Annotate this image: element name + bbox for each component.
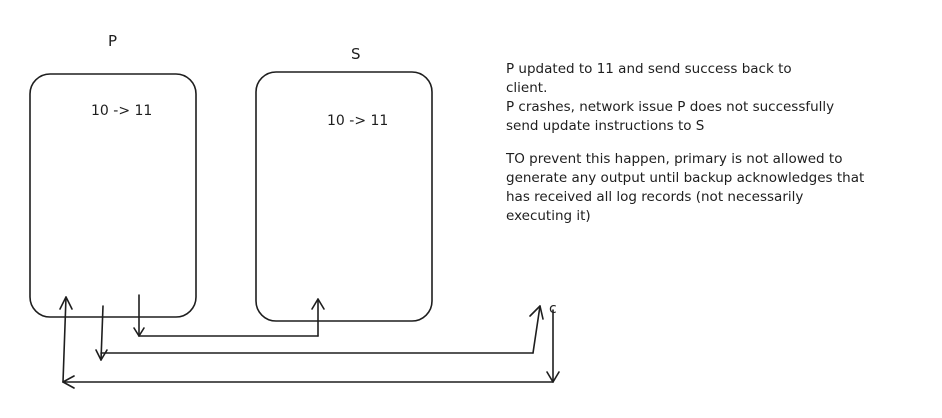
note-line: has received all log records (not necess… [506, 189, 804, 205]
note-line: client. [506, 80, 548, 96]
secondary-node: S 10 -> 11 [255, 45, 433, 322]
paragraph-gap [506, 136, 931, 150]
primary-value-change: 10 -> 11 [91, 103, 152, 119]
explanation-notes: P updated to 11 and send success back to… [506, 60, 931, 226]
note-line: send update instructions to S [506, 118, 705, 134]
note-line: generate any output until backup acknowl… [506, 170, 865, 186]
client-label: c [549, 301, 557, 317]
note-line: TO prevent this happen, primary is not a… [506, 151, 843, 167]
primary-node: P 10 -> 11 [29, 32, 197, 318]
secondary-value-change: 10 -> 11 [327, 113, 388, 129]
primary-label: P [108, 32, 117, 50]
replication-arrow [133, 294, 325, 337]
primary-box [29, 73, 197, 318]
secondary-box [255, 71, 433, 322]
client-request-arrow [59, 296, 560, 389]
note-line: executing it) [506, 208, 591, 224]
note-line: P crashes, network issue P does not succ… [506, 99, 835, 115]
note-line: P updated to 11 and send success back to [506, 61, 792, 77]
secondary-label: S [351, 45, 361, 63]
success-response-arrow [95, 305, 544, 361]
